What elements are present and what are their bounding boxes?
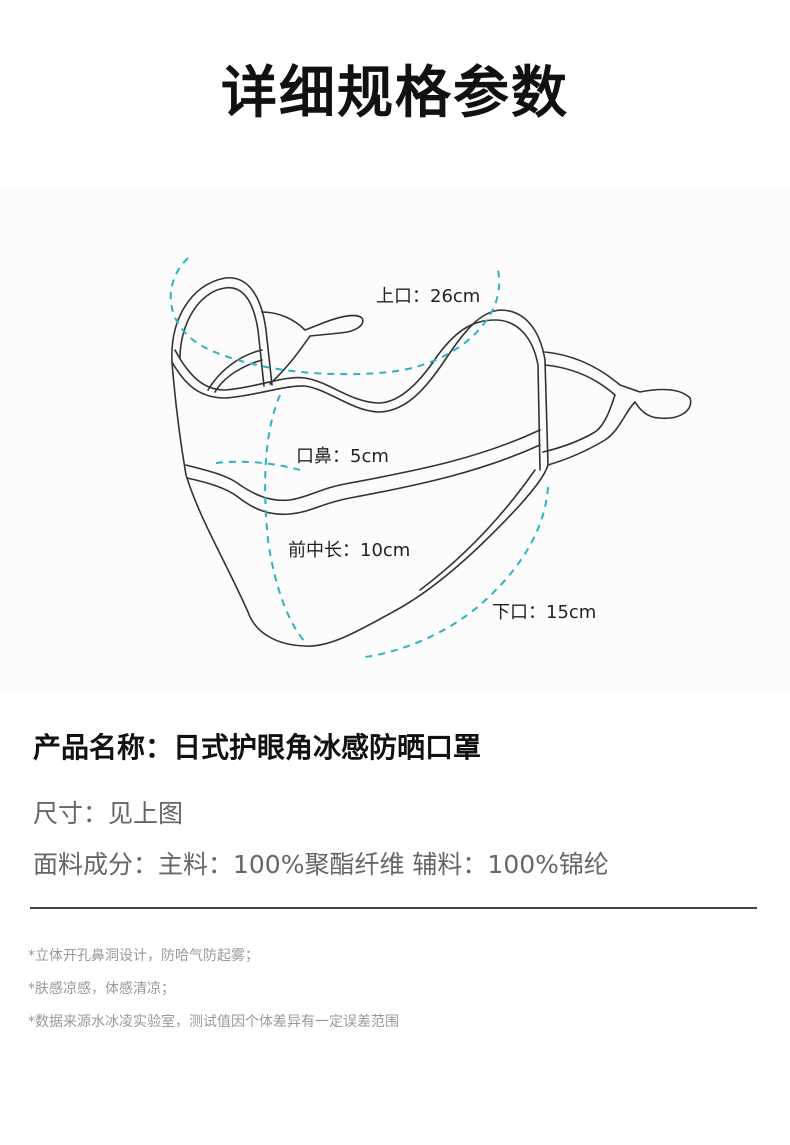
page-title: 详细规格参数 xyxy=(221,61,569,126)
note-item: *立体开孔鼻洞设计，防哈气防起雾； xyxy=(28,948,259,964)
product-name: 产品名称：日式护眼角冰感防晒口罩 xyxy=(33,731,482,764)
note-item: *数据来源水冰凌实验室，测试值因个体差异有一定误差范围 xyxy=(28,1014,399,1030)
front-center-length-label: 前中长：10cm xyxy=(288,540,411,561)
divider xyxy=(30,907,757,909)
mask-illustration xyxy=(169,257,692,658)
mask-diagram: 上口：26cm 口鼻：5cm 前中长：10cm 下口：15cm xyxy=(0,190,790,690)
bottom-opening-label: 下口：15cm xyxy=(492,602,597,623)
top-opening-label: 上口：26cm xyxy=(376,286,481,307)
nose-label: 口鼻：5cm xyxy=(296,446,389,467)
note-item: *肤感凉感，体感清凉； xyxy=(28,981,175,997)
size-spec: 尺寸：见上图 xyxy=(33,799,184,828)
material-spec: 面料成分：主料：100%聚酯纤维 辅料：100%锦纶 xyxy=(33,850,609,879)
